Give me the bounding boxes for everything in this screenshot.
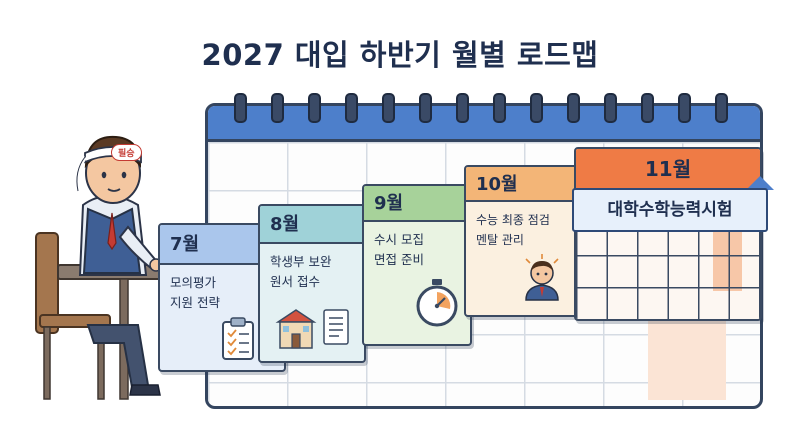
month-card-september: 9월 수시 모집 면접 준비 <box>362 184 472 346</box>
stopwatch-icon <box>416 279 458 327</box>
binder-ring <box>530 93 543 123</box>
card-line: 지원 전략 <box>170 295 220 310</box>
binder-ring <box>382 93 395 123</box>
binder-ring <box>234 93 247 123</box>
binder-ring <box>308 93 321 123</box>
binder-ring <box>345 93 358 123</box>
binder-ring <box>678 93 691 123</box>
card-line: 학생부 보완 <box>270 254 332 269</box>
banner-ribbon <box>746 176 774 190</box>
calendar-header <box>208 106 760 142</box>
binder-ring <box>493 93 506 123</box>
binder-ring <box>567 93 580 123</box>
month-label: 10월 <box>466 167 578 202</box>
binder-ring <box>456 93 469 123</box>
binder-ring <box>419 93 432 123</box>
school-building-document-icon <box>275 309 349 349</box>
card-line: 멘탈 관리 <box>476 233 524 247</box>
month-label: 8월 <box>260 206 364 244</box>
month-card-october: 10월 수능 최종 점검 멘탈 관리 <box>464 165 580 317</box>
card-line: 원서 접수 <box>270 274 320 289</box>
calendar-highlight-column <box>648 316 726 400</box>
month-label: 11월 <box>576 149 760 191</box>
binder-ring <box>715 93 728 123</box>
student-portrait-icon <box>525 254 559 301</box>
headband-label: 필승 <box>111 144 142 161</box>
binder-ring <box>604 93 617 123</box>
card-line: 수시 모집 <box>374 232 424 247</box>
binder-ring <box>641 93 654 123</box>
month-label: 9월 <box>364 186 470 222</box>
clipboard-checklist-icon <box>222 317 254 360</box>
card-line: 면접 준비 <box>374 252 424 267</box>
binder-ring <box>271 93 284 123</box>
card-line: 수능 최종 점검 <box>476 213 550 227</box>
card-line: 모의평가 <box>170 275 217 290</box>
exam-banner: 대학수학능력시험 <box>572 188 768 232</box>
month-card-august: 8월 학생부 보완 원서 접수 <box>258 204 366 363</box>
month-card-november: 11월 <box>574 147 762 321</box>
student-illustration <box>35 135 179 400</box>
page-title: 2027 대입 하반기 월별 로드맵 <box>201 38 599 72</box>
